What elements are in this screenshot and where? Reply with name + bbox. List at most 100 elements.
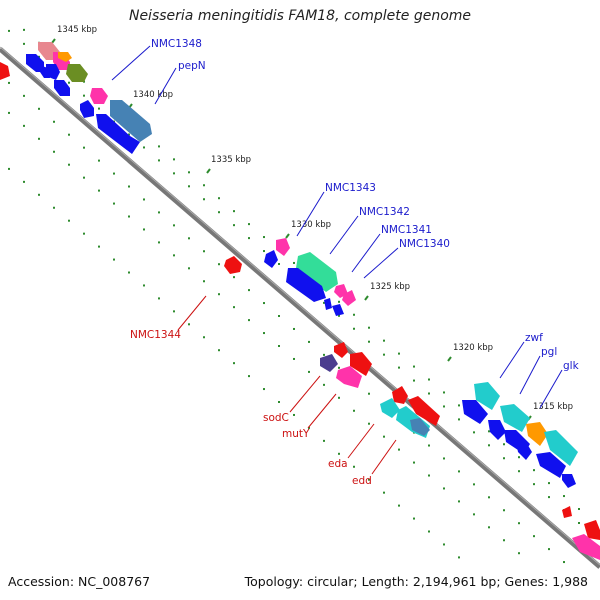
gene-feature — [46, 64, 60, 80]
track-dot — [158, 241, 160, 244]
track-dot — [218, 293, 220, 296]
gene-label-nmc1343: NMC1343 — [325, 182, 376, 194]
callout-line — [307, 393, 337, 429]
gene-label-nmc1342: NMC1342 — [359, 206, 410, 218]
track-dot — [518, 456, 520, 459]
track-dot — [188, 267, 190, 270]
track-dot — [548, 482, 550, 485]
track-dot — [188, 171, 190, 174]
track-dot — [293, 327, 295, 330]
tick-mark — [364, 295, 369, 301]
track-dot — [563, 561, 565, 564]
gene-feature — [342, 290, 356, 306]
track-dot — [353, 327, 355, 330]
forward-labels: NMC1348 pepN NMC1343 NMC1342 NMC1341 NMC… — [111, 38, 580, 409]
gene-feature — [562, 506, 572, 518]
scale-ticks: 1345 kbp 1340 kbp 1335 kbp 1330 kbp 1325… — [51, 25, 573, 421]
gene-feature — [408, 396, 440, 426]
track-dot — [323, 301, 325, 304]
tick-label: 1335 kbp — [211, 155, 251, 165]
track-dot — [173, 172, 175, 175]
gene-feature — [264, 250, 278, 268]
track-dot — [398, 366, 400, 369]
track-dot — [413, 517, 415, 520]
track-dot — [353, 465, 355, 468]
gene-label-sodc: sodC — [263, 412, 289, 424]
gene-label-pepn: pepN — [178, 60, 206, 72]
track-dot — [338, 452, 340, 455]
tick-mark — [285, 233, 290, 239]
callout-line — [519, 355, 541, 395]
track-dot — [38, 107, 40, 110]
track-dot — [368, 326, 370, 329]
track-dot — [278, 315, 280, 318]
track-dots — [8, 28, 595, 564]
track-dot — [128, 185, 130, 188]
track-dot — [308, 340, 310, 343]
track-dot — [233, 276, 235, 279]
track-dot — [83, 176, 85, 179]
track-dot — [83, 94, 85, 97]
track-dot — [458, 470, 460, 473]
track-dot — [128, 271, 130, 274]
track-dot — [53, 150, 55, 153]
track-dot — [443, 405, 445, 408]
track-dot — [218, 349, 220, 352]
callout-line — [289, 375, 321, 413]
track-dot — [203, 198, 205, 201]
track-dot — [248, 237, 250, 240]
track-dot — [143, 146, 145, 149]
track-dot — [8, 29, 10, 32]
track-dot — [248, 289, 250, 292]
gene-feature — [296, 252, 338, 292]
track-dot — [533, 483, 535, 486]
track-dot — [263, 388, 265, 391]
track-dot — [548, 496, 550, 499]
genome-backbone — [0, 47, 600, 569]
track-dot — [428, 530, 430, 533]
track-dot — [23, 124, 25, 127]
track-dot — [68, 133, 70, 136]
track-dot — [488, 430, 490, 433]
reverse-features — [0, 62, 600, 560]
track-dot — [503, 509, 505, 512]
gene-feature — [90, 88, 108, 104]
callout-line — [539, 369, 563, 409]
track-dot — [23, 94, 25, 97]
track-dot — [518, 470, 520, 473]
track-dot — [398, 504, 400, 507]
track-dot — [113, 258, 115, 261]
track-dot — [443, 543, 445, 546]
gene-feature — [392, 386, 408, 404]
track-dot — [128, 133, 130, 136]
track-dot — [458, 404, 460, 407]
tick-label: 1325 kbp — [370, 282, 410, 292]
track-dot — [428, 474, 430, 477]
genome-backbone-highlight — [0, 46, 600, 566]
track-dot — [383, 339, 385, 342]
track-dot — [458, 556, 460, 559]
track-dot — [278, 401, 280, 404]
track-dot — [158, 211, 160, 214]
track-dot — [278, 263, 280, 266]
gene-feature — [474, 382, 500, 410]
gene-feature — [462, 400, 488, 424]
gene-feature — [500, 404, 530, 432]
track-dot — [563, 495, 565, 498]
track-dot — [53, 206, 55, 209]
track-dot — [503, 457, 505, 460]
track-dot — [263, 332, 265, 335]
track-dot — [173, 254, 175, 257]
gene-feature — [410, 418, 430, 436]
track-dot — [8, 167, 10, 170]
track-dot — [53, 120, 55, 123]
track-dot — [293, 261, 295, 264]
track-dot — [338, 300, 340, 303]
gene-feature — [544, 430, 578, 466]
track-dot — [338, 366, 340, 369]
gene-feature — [286, 268, 326, 302]
track-dot — [98, 107, 100, 110]
gene-feature — [80, 100, 94, 118]
track-dot — [368, 422, 370, 425]
